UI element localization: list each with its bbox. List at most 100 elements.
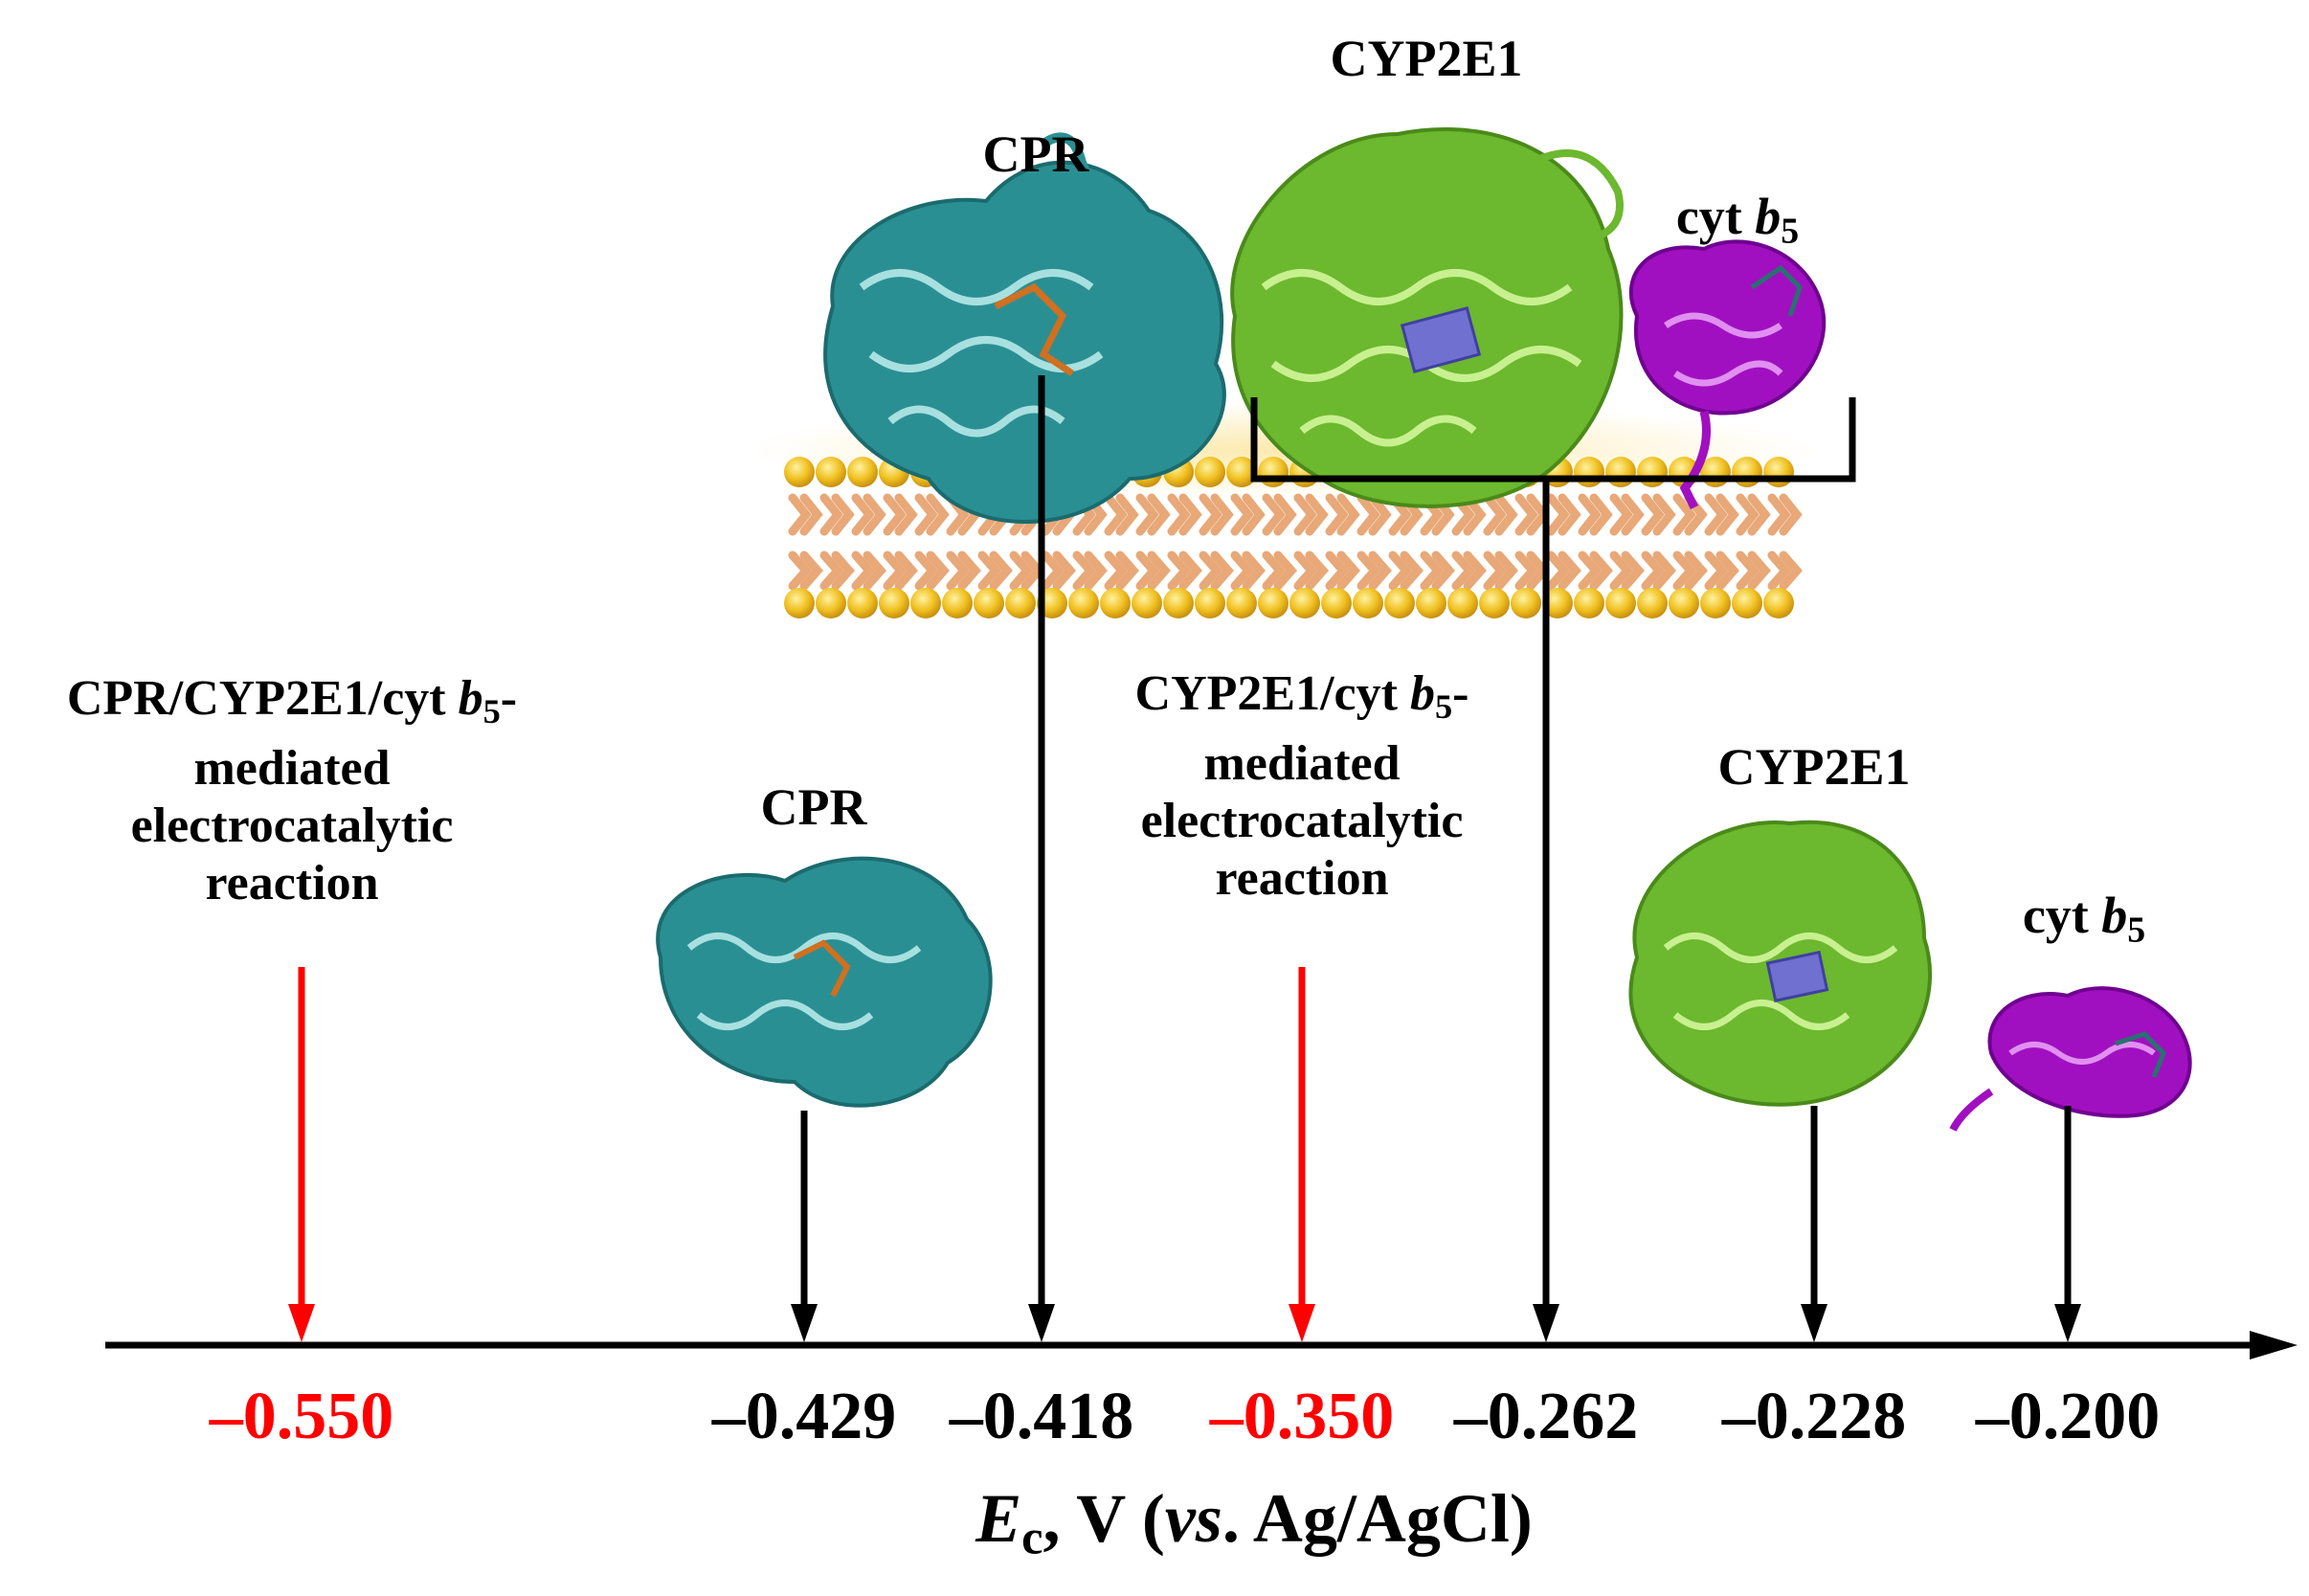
lipid-head-bottom-9 [1068, 588, 1099, 618]
lipid-tail-14-0 [1230, 493, 1254, 536]
cytb5-free-protein [1949, 986, 2192, 1132]
cyp2e1-free-label: CYP2E1 [1717, 738, 1911, 796]
lipid-tail-26-0 [1609, 493, 1633, 536]
lipid-tail-b-22-0 [1494, 493, 1518, 536]
lipid-tail-b-27-1 [1652, 551, 1676, 591]
arrow-head-4 [1533, 1304, 1559, 1342]
lipid-tail-12-0 [1167, 493, 1191, 536]
lipid-head-top-1 [816, 457, 846, 487]
lipid-tail-7-1 [1009, 551, 1033, 591]
lipid-tail-1-1 [819, 551, 843, 591]
lipid-tail-b-29-1 [1715, 551, 1739, 591]
cytb5-membrane-label: cyt b5 [1675, 188, 1800, 252]
lipid-head-bottom-4 [910, 588, 941, 618]
lipid-tail-20-1 [1420, 551, 1444, 591]
lipid-head-bottom-16 [1289, 588, 1320, 618]
lipid-tail-b-11-1 [1147, 551, 1171, 591]
tick-label-3: –0.350 [1209, 1380, 1395, 1453]
lipid-tail-13-1 [1199, 551, 1222, 591]
axis-title: Ec, V (vs. Ag/AgCl) [975, 1480, 1533, 1564]
lipid-tail-29-0 [1704, 493, 1728, 536]
tick-label-6: –0.200 [1975, 1380, 2161, 1453]
lipid-tail-b-13-0 [1210, 493, 1234, 536]
lipid-tail-16-1 [1293, 551, 1317, 591]
lipid-head-top-14 [1226, 457, 1257, 487]
lipid-tail-b-17-1 [1336, 551, 1360, 591]
lipid-head-bottom-20 [1416, 588, 1446, 618]
lipid-tail-22-0 [1483, 493, 1507, 536]
lipid-tail-28-0 [1672, 493, 1696, 536]
lipid-tail-24-1 [1546, 551, 1570, 591]
axis-arrows [288, 967, 2081, 1342]
lipid-tail-8-1 [1041, 551, 1065, 591]
lipid-tail-b-18-1 [1368, 551, 1392, 591]
lipid-tail-b-2-1 [863, 551, 886, 591]
lipid-head-bottom-31 [1763, 588, 1794, 618]
lipid-tail-b-5-1 [957, 551, 981, 591]
reaction-left-line2: mediated [193, 741, 391, 797]
arrow-head-3 [1289, 1304, 1315, 1342]
cpr-free-label: CPR [760, 778, 867, 836]
reaction-mid-line1: CYP2E1/cyt b5- [1134, 666, 1469, 727]
lipid-tail-b-17-0 [1336, 493, 1360, 536]
lipid-tail-3-1 [883, 551, 907, 591]
lipid-head-bottom-7 [1005, 588, 1036, 618]
lipid-tail-0-0 [788, 493, 812, 536]
lipid-tail-b-3-1 [894, 551, 918, 591]
lipid-tail-b-10-0 [1115, 493, 1139, 536]
lipid-tail-13-0 [1199, 493, 1222, 536]
lipid-tail-b-16-1 [1305, 551, 1329, 591]
lipid-tail-23-1 [1514, 551, 1538, 591]
lipid-tail-b-0-0 [799, 493, 823, 536]
lipid-tail-b-26-1 [1621, 551, 1645, 591]
lipid-tail-22-1 [1483, 551, 1507, 591]
cpr-membrane-protein [823, 132, 1226, 524]
lipid-head-bottom-23 [1511, 588, 1541, 618]
lipid-tail-23-0 [1514, 493, 1538, 536]
lipid-tail-21-1 [1451, 551, 1475, 591]
lipid-tail-b-15-1 [1273, 551, 1297, 591]
lipid-head-top-2 [847, 457, 878, 487]
lipid-tail-b-19-1 [1400, 551, 1424, 591]
arrow-head-0 [288, 1304, 315, 1342]
arrow-head-6 [2054, 1304, 2081, 1342]
lipid-tail-b-12-1 [1178, 551, 1202, 591]
lipid-tail-31-1 [1767, 551, 1791, 591]
lipid-head-top-26 [1605, 457, 1636, 487]
lipid-tail-3-0 [883, 493, 907, 536]
axis-arrowhead [2250, 1331, 2298, 1360]
lipid-tail-b-2-0 [863, 493, 886, 536]
lipid-head-top-13 [1195, 457, 1225, 487]
arrow-head-1 [791, 1304, 818, 1342]
lipid-tail-b-20-1 [1431, 551, 1455, 591]
lipid-tail-12-1 [1167, 551, 1191, 591]
lipid-head-top-30 [1732, 457, 1762, 487]
lipid-head-top-0 [784, 457, 815, 487]
lipid-heads-bottom [784, 588, 1794, 618]
lipid-tail-14-1 [1230, 551, 1254, 591]
lipid-tail-b-11-0 [1147, 493, 1171, 536]
cytb5-free-label: cyt b5 [2022, 887, 2146, 951]
cyp2e1-membrane-label: CYP2E1 [1330, 30, 1523, 87]
lipid-tail-26-1 [1609, 551, 1633, 591]
lipid-tail-30-0 [1736, 493, 1760, 536]
lipid-tail-11-0 [1135, 493, 1159, 536]
lipid-tail-31-0 [1767, 493, 1791, 536]
lipid-head-top-31 [1763, 457, 1794, 487]
lipid-tail-b-27-0 [1652, 493, 1676, 536]
lipid-tail-b-25-0 [1589, 493, 1613, 536]
lipid-tail-b-13-1 [1210, 551, 1234, 591]
lipid-head-bottom-18 [1353, 588, 1383, 618]
tick-label-4: –0.262 [1453, 1380, 1639, 1453]
lipid-head-bottom-11 [1132, 588, 1162, 618]
lipid-tail-b-24-1 [1558, 551, 1581, 591]
lipid-tail-b-29-0 [1715, 493, 1739, 536]
lipid-tail-b-24-0 [1558, 493, 1581, 536]
lipid-head-bottom-12 [1163, 588, 1194, 618]
lipid-head-bottom-15 [1258, 588, 1289, 618]
lipid-tail-b-4-1 [926, 551, 950, 591]
lipid-tail-10-1 [1104, 551, 1128, 591]
lipid-tail-b-1-0 [831, 493, 855, 536]
lipid-head-bottom-22 [1479, 588, 1510, 618]
